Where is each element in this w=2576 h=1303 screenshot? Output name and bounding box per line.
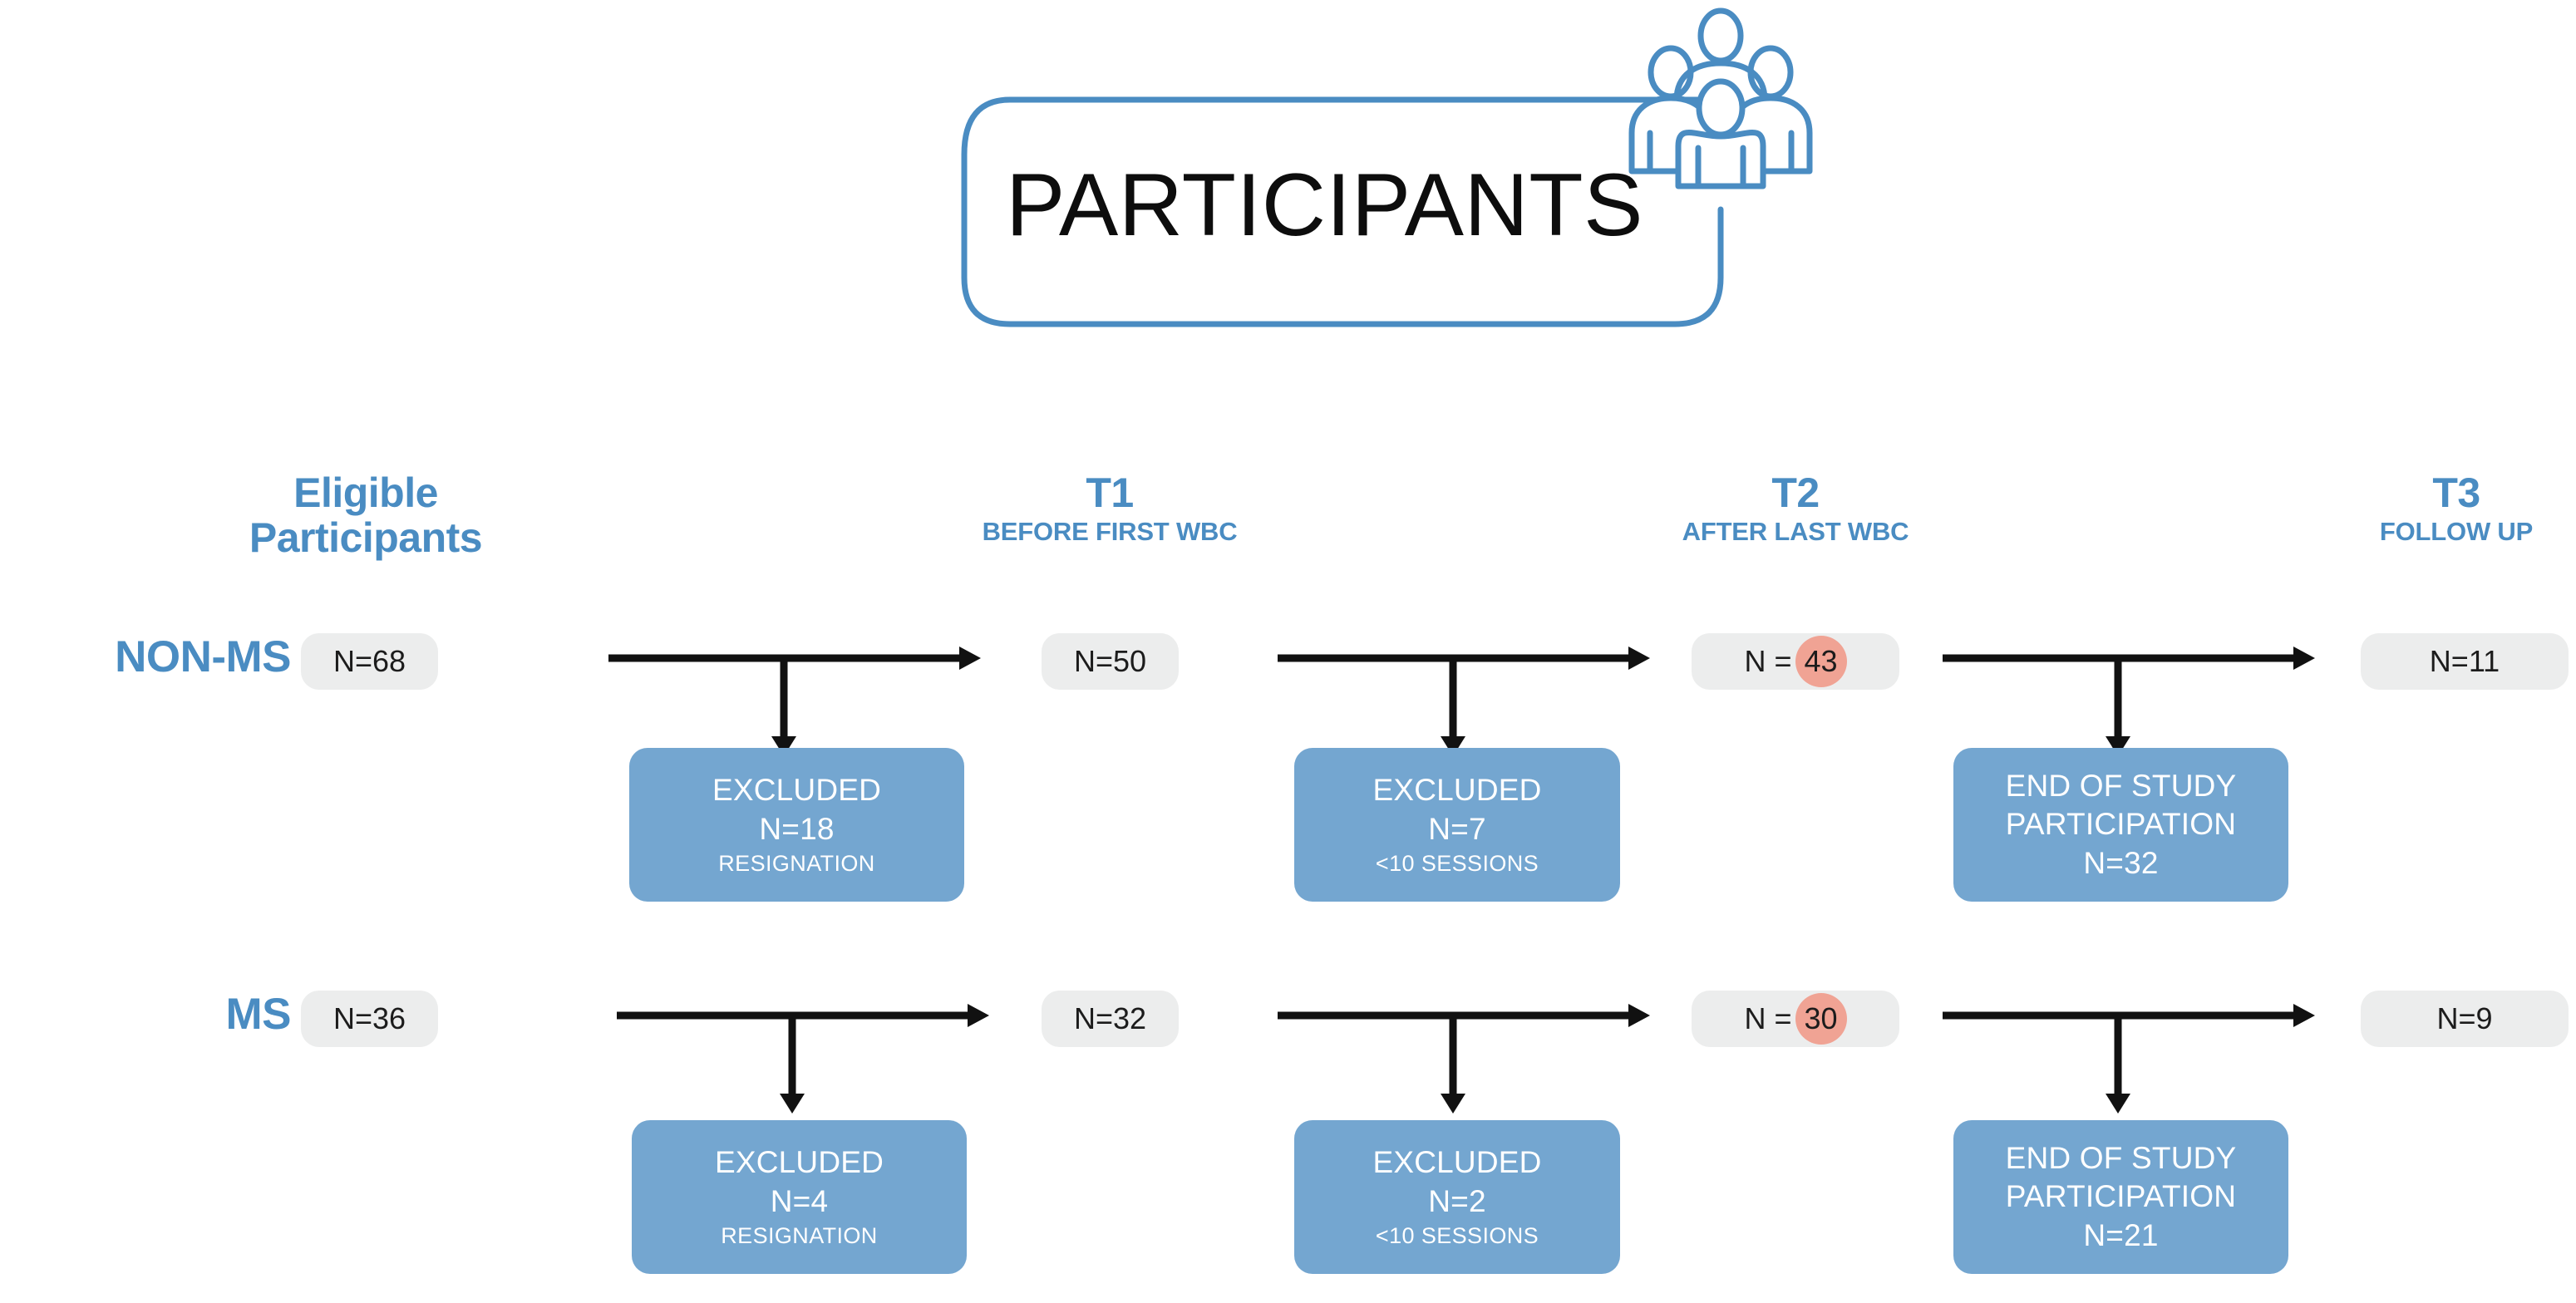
dropout-label: EXCLUDED: [1372, 773, 1542, 808]
column-header-t2: T2 AFTER LAST WBC: [1600, 470, 1991, 547]
count-value: N =: [1744, 1001, 1792, 1035]
title-banner: PARTICIPANTS: [948, 83, 1737, 332]
column-header-eligible: Eligible Participants: [216, 470, 515, 560]
dropout-count: N=32: [2083, 845, 2159, 880]
column-subtitle: AFTER LAST WBC: [1682, 517, 1909, 546]
dropout-label: END OF STUDY: [2005, 768, 2237, 803]
count-value: N=36: [332, 1001, 406, 1035]
dropout-box-ms-1: EXCLUDED N=4 RESIGNATION: [632, 1120, 967, 1274]
column-title: T2: [1771, 470, 1820, 516]
dropout-count: N=7: [1428, 811, 1486, 846]
dropout-box-non-ms-1: EXCLUDED N=18 RESIGNATION: [629, 748, 964, 902]
dropout-reason: RESIGNATION: [721, 1222, 878, 1248]
dropout-box-non-ms-2: EXCLUDED N=7 <10 SESSIONS: [1294, 748, 1620, 902]
dropout-reason: <10 SESSIONS: [1375, 850, 1539, 876]
count-value: N=11: [2429, 644, 2500, 678]
count-pill-ms-eligible: N=36: [301, 991, 438, 1047]
group-label-ms: MS: [225, 990, 292, 1039]
count-pill-ms-t3: N=9: [2361, 991, 2569, 1047]
count-value: N=68: [332, 644, 406, 678]
dropout-label: EXCLUDED: [1372, 1145, 1542, 1180]
column-title-line2: Participants: [249, 514, 483, 561]
column-title: Eligible: [293, 470, 438, 516]
dropout-count: N=21: [2083, 1217, 2159, 1252]
dropout-label-line2: PARTICIPATION: [2005, 807, 2237, 842]
dropout-count: N=4: [770, 1183, 829, 1218]
dropout-box-non-ms-3: END OF STUDY PARTICIPATION N=32: [1953, 748, 2288, 902]
highlighted-count: 43: [1795, 636, 1847, 687]
page-title: PARTICIPANTS: [1006, 155, 1644, 254]
count-value: N =: [1744, 644, 1792, 678]
connector-ms-2: [1278, 1004, 1650, 1114]
column-title: T3: [2432, 470, 2480, 516]
count-pill-non-ms-t1: N=50: [1042, 633, 1179, 690]
count-value: N=9: [2436, 1001, 2493, 1035]
dropout-label: EXCLUDED: [712, 773, 882, 808]
dropout-label: END OF STUDY: [2005, 1140, 2237, 1175]
connector-ms-3: [1943, 1004, 2315, 1114]
count-pill-non-ms-eligible: N=68: [301, 633, 438, 690]
column-subtitle: FOLLOW UP: [2379, 517, 2534, 546]
dropout-label-line2: PARTICIPATION: [2005, 1179, 2237, 1214]
column-subtitle: BEFORE FIRST WBC: [982, 517, 1238, 546]
dropout-count: N=18: [759, 811, 835, 846]
count-pill-non-ms-t2: N = 43: [1692, 633, 1899, 690]
connector-non-ms-3: [1943, 647, 2315, 756]
dropout-box-ms-2: EXCLUDED N=2 <10 SESSIONS: [1294, 1120, 1620, 1274]
column-title: T1: [1086, 470, 1134, 516]
connector-non-ms-2: [1278, 647, 1650, 756]
count-value: N=50: [1073, 644, 1147, 678]
dropout-reason: RESIGNATION: [718, 850, 875, 876]
dropout-reason: <10 SESSIONS: [1375, 1222, 1539, 1248]
dropout-box-ms-3: END OF STUDY PARTICIPATION N=21: [1953, 1120, 2288, 1274]
column-header-t3: T3 FOLLOW UP: [2282, 470, 2576, 547]
group-label-non-ms: NON-MS: [115, 632, 291, 681]
count-pill-ms-t1: N=32: [1042, 991, 1179, 1047]
people-group-icon: [1628, 7, 1813, 189]
highlighted-count: 30: [1795, 993, 1847, 1045]
title-banner-outline: [961, 96, 1724, 327]
column-header-t1: T1 BEFORE FIRST WBC: [914, 470, 1305, 547]
count-pill-non-ms-t3: N=11: [2361, 633, 2569, 690]
count-value: N=32: [1073, 1001, 1147, 1035]
connector-ms-1: [617, 1004, 989, 1114]
connector-non-ms-1: [608, 647, 981, 756]
count-pill-ms-t2: N = 30: [1692, 991, 1899, 1047]
dropout-label: EXCLUDED: [714, 1145, 884, 1180]
dropout-count: N=2: [1428, 1183, 1486, 1218]
